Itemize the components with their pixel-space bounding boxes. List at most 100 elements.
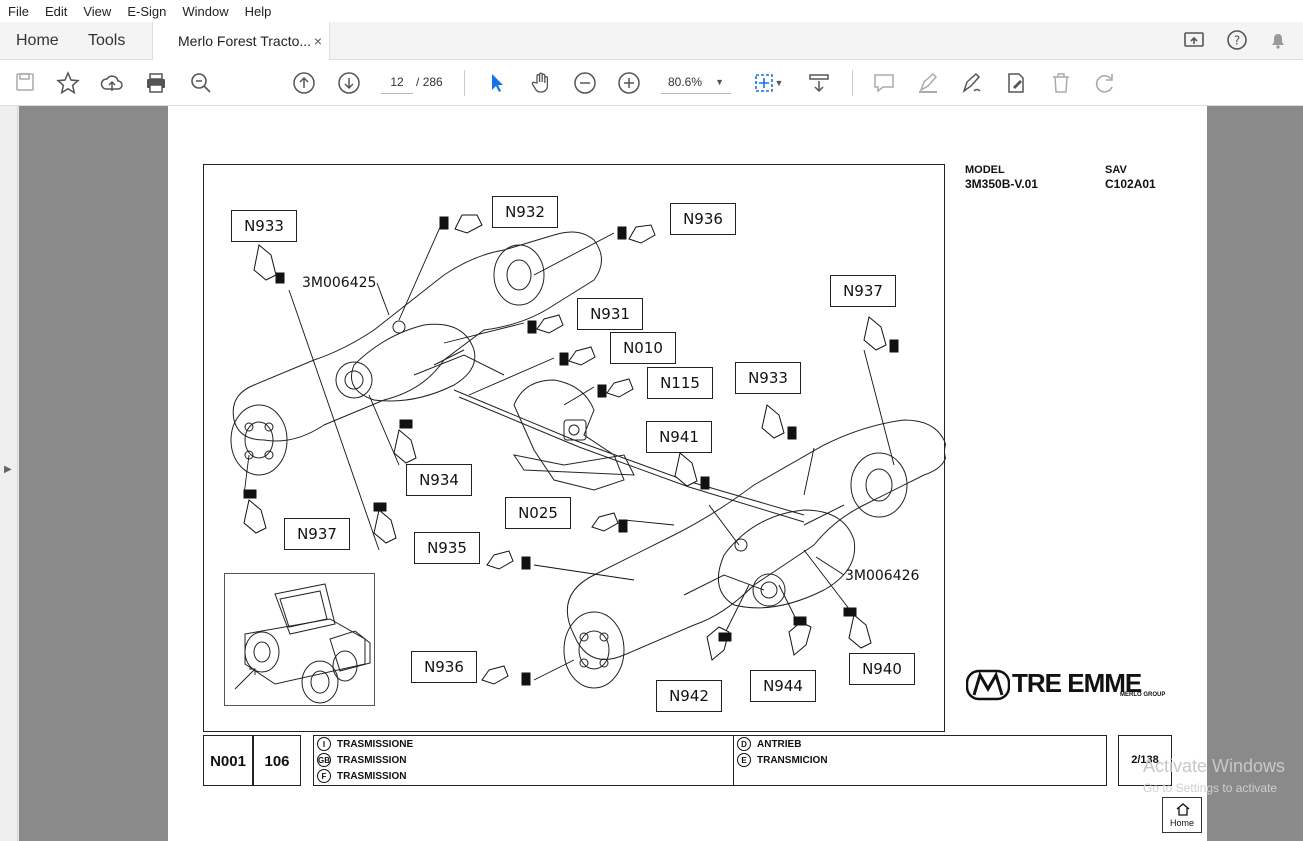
total-pages-value: 286 (422, 75, 443, 89)
main-toolbar: ▼ (0, 60, 1303, 106)
language-label: TRANSMICION (757, 754, 828, 766)
callout-label: N944 (750, 670, 816, 702)
draw-sign-icon[interactable] (960, 71, 984, 95)
callout-label: N934 (406, 464, 472, 496)
callout-label: N942 (656, 680, 722, 712)
viewport-gutter-right (1207, 106, 1303, 841)
page-home-button[interactable]: Home (1162, 797, 1202, 833)
axle-diagram (230, 214, 947, 689)
page-fit-icon[interactable] (752, 71, 776, 95)
zoom-search-icon[interactable] (189, 71, 213, 95)
footer-number: 106 (264, 753, 290, 770)
callout-label: N936 (411, 651, 477, 683)
logo-mark-icon (966, 669, 1010, 701)
model-value: 3M350B-V.01 (965, 177, 1038, 191)
zoom-out-icon[interactable] (573, 71, 597, 95)
expand-arrow-icon: ▶ (4, 464, 12, 475)
language-symbol: F (317, 769, 331, 783)
previous-page-icon[interactable] (292, 71, 316, 95)
part-reference: 3M006425 (302, 275, 377, 291)
edit-form-icon[interactable] (1004, 71, 1028, 95)
callout-label: N941 (646, 421, 712, 453)
highlight-pen-icon[interactable] (916, 71, 940, 95)
language-row: D ANTRIEB (737, 737, 801, 751)
tab-document[interactable]: Merlo Forest Tracto... × (152, 22, 330, 61)
tab-bar: Home Tools Merlo Forest Tracto... × (0, 22, 1303, 61)
language-symbol: D (737, 737, 751, 751)
toolbar-divider (852, 70, 853, 96)
callout-label: N937 (284, 518, 350, 550)
language-label: TRASMISSION (337, 754, 407, 766)
callout-label: N025 (505, 497, 571, 529)
menu-edit[interactable]: Edit (44, 3, 68, 19)
home-icon (1176, 803, 1190, 816)
scroll-mode-icon[interactable] (807, 71, 831, 95)
footer-code-cell: N001 (203, 735, 253, 786)
footer-divider (733, 736, 734, 785)
zoom-in-icon[interactable] (617, 71, 641, 95)
help-icon[interactable]: ? (1226, 29, 1248, 51)
comment-icon[interactable] (872, 71, 896, 95)
language-label: TRASMISSION (337, 770, 407, 782)
callout-label: N933 (231, 210, 297, 242)
activation-watermark: Activate Windows (1143, 756, 1286, 776)
redo-icon[interactable] (1093, 71, 1117, 95)
language-symbol: E (737, 753, 751, 767)
delete-trash-icon[interactable] (1049, 71, 1073, 95)
print-icon[interactable] (144, 71, 168, 95)
language-label: TRASMISSIONE (337, 738, 414, 750)
hand-tool-icon[interactable] (529, 71, 553, 95)
callout-label: N936 (670, 203, 736, 235)
tab-home[interactable]: Home (16, 32, 59, 49)
activation-watermark-sub: Go to Settings to activate (1143, 781, 1278, 795)
callout-label: N935 (414, 532, 480, 564)
chevron-down-icon: ▼ (715, 77, 724, 87)
share-screen-icon[interactable] (1183, 29, 1205, 51)
treemme-logo: TRE EMME MERLO GROUP (966, 667, 1172, 703)
next-page-icon[interactable] (337, 71, 361, 95)
total-pages: / 286 (416, 70, 443, 94)
callout-label: N933 (735, 362, 801, 394)
zoom-value: 80.6% (668, 75, 703, 89)
callout-label: N937 (830, 275, 896, 307)
notifications-bell-icon[interactable] (1267, 29, 1289, 51)
bookmark-star-icon[interactable] (56, 71, 80, 95)
toolbar-divider (464, 70, 465, 96)
callout-label: N931 (577, 298, 643, 330)
left-pane-toggle[interactable]: ▶ (0, 106, 18, 841)
menu-esign[interactable]: E-Sign (127, 3, 167, 19)
zoom-select[interactable]: 80.6% ▼ (661, 70, 731, 94)
current-page-input[interactable]: 12 (381, 70, 413, 94)
footer-page-ref: 2/138 (1131, 754, 1159, 766)
callout-label: N940 (849, 653, 915, 685)
footer-page-ref-cell: 2/138 (1118, 735, 1172, 786)
model-label: MODEL (965, 164, 1005, 176)
select-cursor-icon[interactable] (485, 71, 509, 95)
menu-view[interactable]: View (83, 3, 112, 19)
part-reference: 3M006426 (845, 568, 920, 584)
exploded-drawing (203, 164, 947, 732)
tractor-illustration (234, 583, 371, 704)
viewport-gutter-left (19, 106, 168, 841)
upload-cloud-icon[interactable] (100, 71, 124, 95)
menu-file[interactable]: File (8, 3, 29, 19)
footer-languages-cell (313, 735, 1107, 786)
menu-window[interactable]: Window (182, 3, 229, 19)
home-button-label: Home (1169, 818, 1194, 828)
page-fit-dropdown-icon[interactable]: ▼ (774, 78, 784, 88)
save-icon[interactable] (13, 71, 37, 95)
page-separator: / (416, 75, 420, 89)
tractor-thumbnail (224, 573, 375, 706)
menu-help[interactable]: Help (244, 3, 272, 19)
sav-value: C102A01 (1105, 177, 1156, 191)
callout-label: N010 (610, 332, 676, 364)
sav-label: SAV (1105, 164, 1127, 176)
footer-number-cell: 106 (253, 735, 301, 786)
language-label: ANTRIEB (757, 738, 802, 750)
tab-tools[interactable]: Tools (88, 32, 126, 49)
document-tab-title: Merlo Forest Tracto... (178, 33, 312, 49)
language-row: F TRASMISSION (317, 769, 406, 783)
close-tab-icon[interactable]: × (313, 33, 322, 49)
